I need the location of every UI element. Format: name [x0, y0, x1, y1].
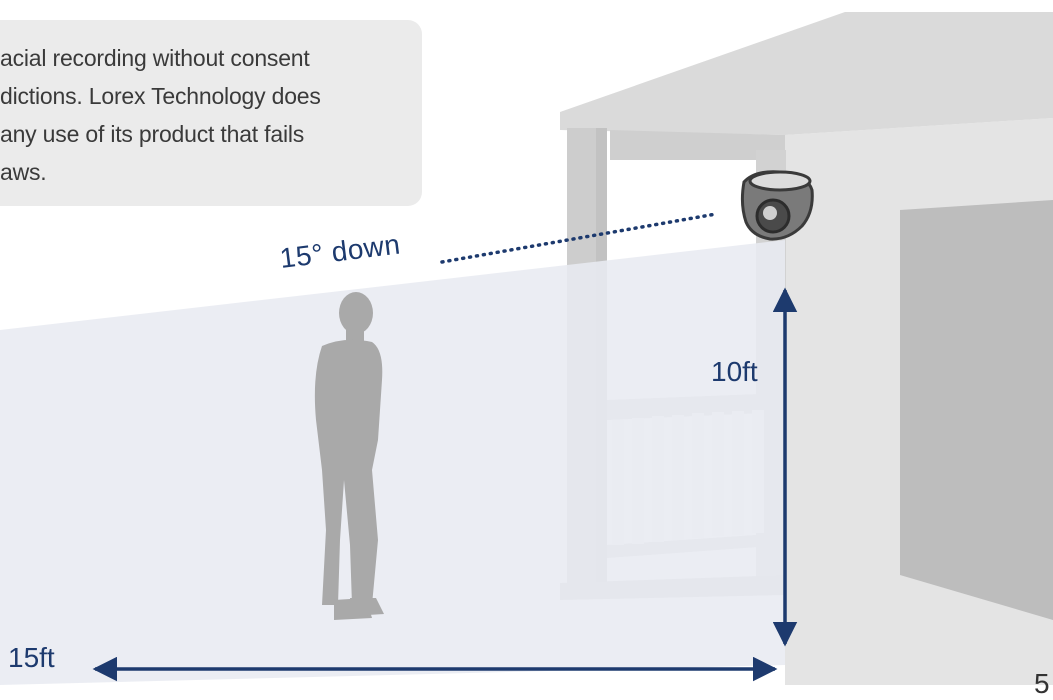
notice-line: acial recording without consent [0, 45, 310, 71]
notice-box: acial recording without consent dictions… [0, 20, 422, 206]
page-number: 5 [1034, 668, 1050, 699]
installation-diagram [0, 12, 1053, 685]
garage-door [900, 200, 1053, 620]
notice-line: any use of its product that fails [0, 121, 305, 147]
height-label: 10ft [711, 356, 758, 387]
distance-label: 15ft [8, 642, 55, 673]
angle-line [440, 212, 718, 264]
porch-roof [560, 12, 1053, 135]
field-of-view [0, 240, 785, 685]
notice-line: dictions. Lorex Technology does [0, 83, 321, 109]
person-silhouette [314, 292, 384, 620]
roof-soffit [610, 130, 785, 160]
camera-icon [740, 170, 814, 241]
notice-line: aws. [0, 159, 47, 185]
